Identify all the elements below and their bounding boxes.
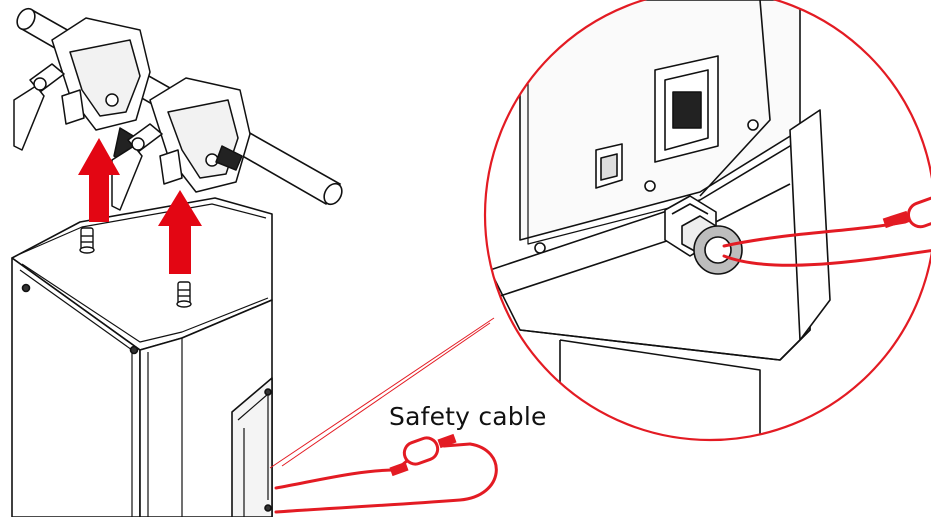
carabiner-link	[389, 433, 457, 477]
safety-cable	[274, 442, 498, 514]
half-coupler-clamp-left	[13, 17, 151, 171]
detail-zoom-circle	[483, 0, 931, 442]
zoom-leader-lines	[269, 317, 495, 469]
speaker-cabinet	[11, 197, 273, 517]
safety-cable-label: Safety cable	[389, 402, 547, 431]
half-coupler-clamp-right	[111, 77, 251, 211]
up-arrow-icon	[78, 138, 120, 222]
mounting-pin-right	[176, 281, 192, 308]
mounting-pin-left	[79, 227, 95, 254]
up-arrow-icon	[158, 190, 202, 274]
